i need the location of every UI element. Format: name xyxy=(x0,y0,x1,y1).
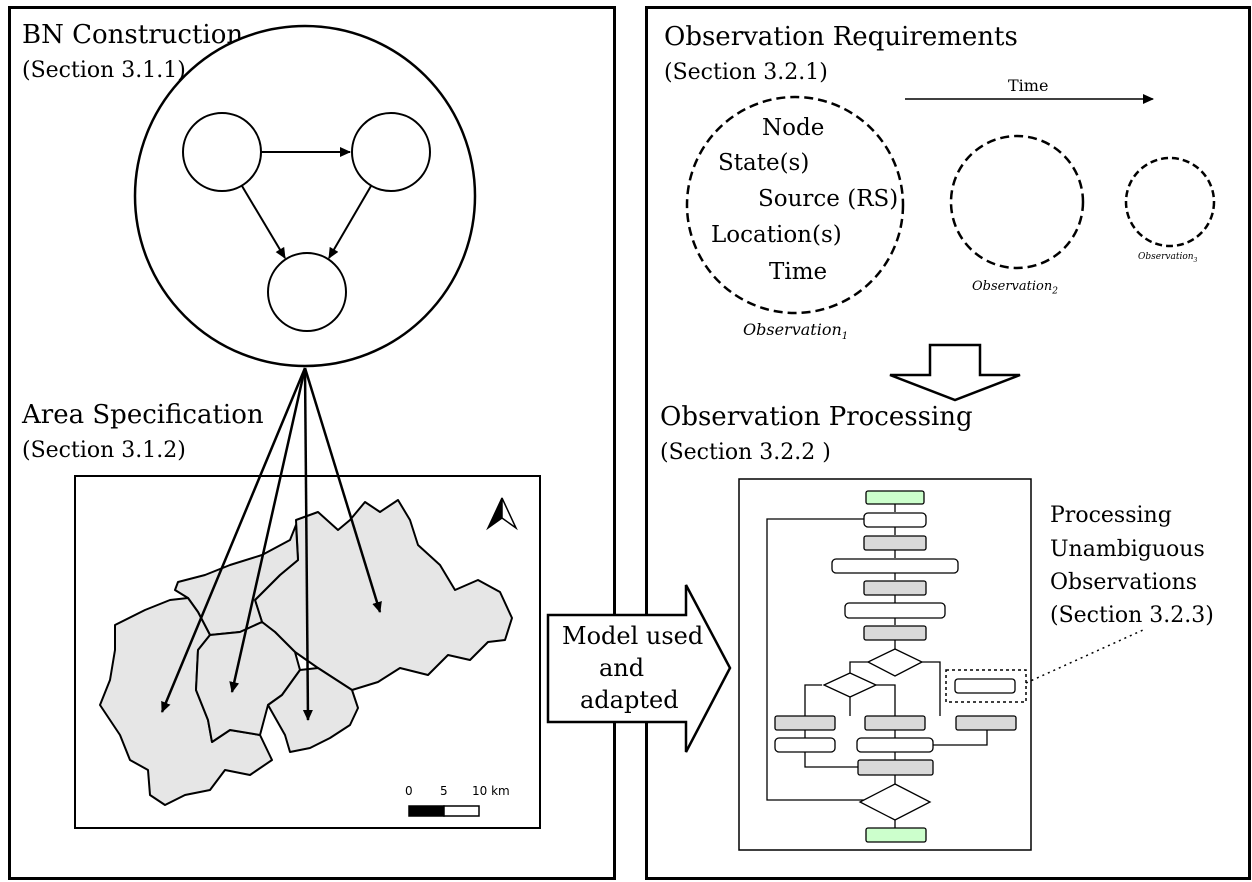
arrow-label-line-2: and xyxy=(599,654,645,682)
flow-unambiguous-box xyxy=(954,678,1016,694)
observation-2-circle xyxy=(949,134,1085,270)
flowchart-connectors xyxy=(766,504,988,828)
flow-start-box xyxy=(865,490,925,505)
flow-box-4 xyxy=(863,580,927,596)
down-block-arrow xyxy=(889,343,1021,402)
callout-line-4: (Section 3.2.3) xyxy=(1050,603,1214,628)
flow-box-7 xyxy=(774,715,836,731)
flow-box-8 xyxy=(864,715,926,731)
flow-box-3 xyxy=(831,558,959,574)
model-used-adapted-arrow xyxy=(546,584,732,753)
observation-1-circle xyxy=(685,95,905,315)
observation-3-label: Observation3 xyxy=(1138,252,1198,264)
observation-1-label: Observation1 xyxy=(743,320,849,343)
obs1-field-source: Source (RS) xyxy=(758,186,899,212)
time-axis-label: Time xyxy=(1008,76,1049,95)
observation-processing-section: (Section 3.2.2 ) xyxy=(660,440,831,465)
map-region-west xyxy=(99,597,273,806)
arrow-label-line-1: Model used xyxy=(562,622,704,650)
area-specification-section: (Section 3.1.2) xyxy=(22,438,186,463)
north-arrow-icon xyxy=(486,497,518,531)
scale-tick-5: 5 xyxy=(440,784,448,798)
flow-box-6 xyxy=(863,625,927,641)
bn-edge-b-c xyxy=(328,185,372,259)
flow-box-2 xyxy=(863,535,927,551)
obs1-field-locations: Location(s) xyxy=(711,222,842,248)
bn-map-arrow-1 xyxy=(160,367,307,713)
flow-box-1 xyxy=(863,512,927,528)
observation-3-circle xyxy=(1124,156,1216,248)
unambiguous-highlight-box xyxy=(945,669,1027,703)
flow-end-box xyxy=(865,827,927,843)
bn-construction-section: (Section 3.1.1) xyxy=(22,58,186,83)
observation-2-label: Observation2 xyxy=(972,279,1058,297)
map-region-south xyxy=(267,667,359,753)
bn-node-c xyxy=(267,252,347,332)
bn-map-arrow-4 xyxy=(303,367,382,613)
flow-box-10 xyxy=(774,737,836,753)
scale-bar-dark xyxy=(408,805,445,817)
bn-to-map-arrows xyxy=(160,367,382,721)
flow-decision-2 xyxy=(822,672,878,698)
bn-node-a xyxy=(182,112,262,192)
callout-line-3: Observations xyxy=(1050,570,1198,595)
bn-map-arrow-3 xyxy=(302,367,313,721)
bn-map-arrow-2 xyxy=(229,367,307,693)
scale-bar-light xyxy=(443,805,480,817)
observation-processing-title: Observation Processing xyxy=(660,402,973,432)
observation-requirements-section: (Section 3.2.1) xyxy=(664,60,828,85)
scale-tick-0: 0 xyxy=(405,784,413,798)
flow-decision-1 xyxy=(866,648,924,677)
bn-outer-circle xyxy=(133,24,477,368)
obs1-field-states: State(s) xyxy=(718,150,810,176)
bn-node-b xyxy=(351,112,431,192)
callout-line-2: Unambiguous xyxy=(1050,537,1205,562)
callout-leader-line xyxy=(1025,629,1144,684)
area-specification-title: Area Specification xyxy=(22,400,264,430)
flowchart-boxes xyxy=(774,490,1017,843)
scale-tick-10km: 10 km xyxy=(472,784,510,798)
flow-box-12 xyxy=(857,759,934,776)
obs1-field-node: Node xyxy=(762,115,825,141)
arrow-label-line-3: adapted xyxy=(580,686,679,714)
obs1-field-time: Time xyxy=(769,259,828,285)
bn-construction-title: BN Construction xyxy=(22,20,244,50)
bn-edge-a-c xyxy=(241,185,286,259)
flow-box-11 xyxy=(856,737,934,753)
flow-box-9 xyxy=(955,715,1017,731)
flow-decision-3 xyxy=(858,783,932,821)
flow-box-5 xyxy=(844,602,946,619)
callout-line-1: Processing xyxy=(1050,503,1172,528)
observation-requirements-title: Observation Requirements xyxy=(664,22,1018,52)
